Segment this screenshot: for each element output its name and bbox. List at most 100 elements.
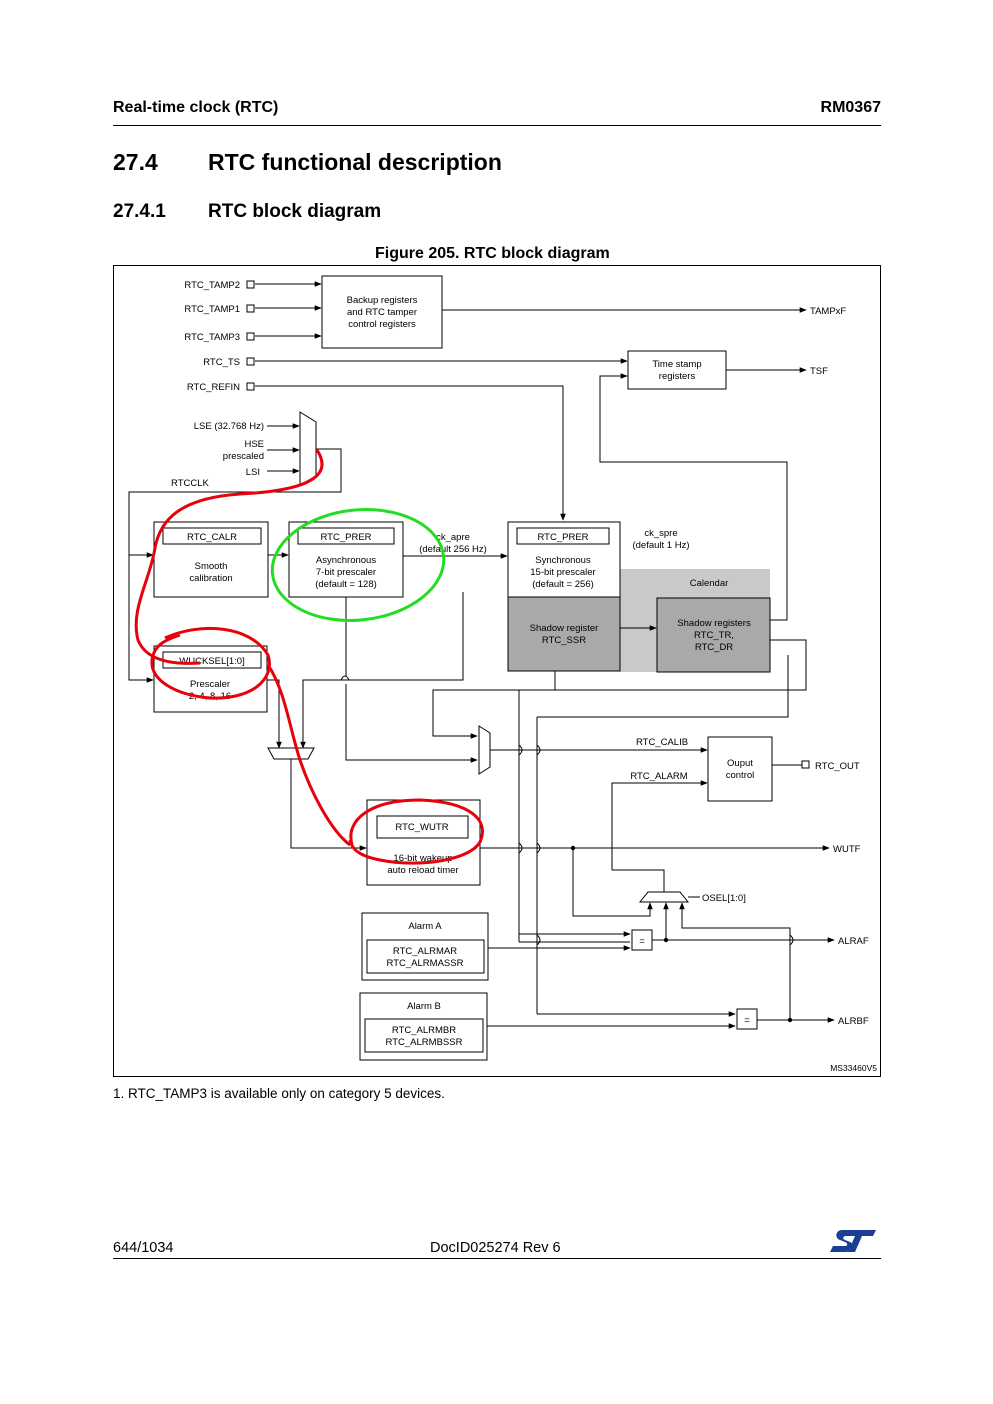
footer-rule [113,1258,881,1259]
shadow-tr-dr-box [656,597,771,673]
calendar-bus [519,639,807,691]
footnote: 1. RTC_TAMP3 is available only on catego… [113,1086,445,1101]
alarm-b-comparator [736,1008,758,1030]
prer-sync-label: RTC_PRER [537,532,588,543]
st-logo-icon [830,1230,876,1252]
rtc-prer-sync-register [516,527,610,545]
backup-line-3: control registers [348,319,416,330]
calib-output-mux [478,725,491,775]
alarm-a-registers [366,939,485,974]
pin-rtc-tamp3 [246,332,255,341]
output-control-box [707,736,773,802]
document-id: DocID025274 Rev 6 [430,1240,561,1256]
red-annotation-stroke-1 [134,449,324,665]
wucksel-label: WUCKSEL[1:0] [179,656,244,667]
calr-desc-2: calibration [189,573,232,584]
wutr-desc-1: 16-bit wakeup [393,853,452,864]
red-annotation-circle-wutr [348,798,484,865]
wutf-label: WUTF [833,844,861,855]
label-rtc-refin: RTC_REFIN [187,382,240,393]
rtc-wutr-register [376,815,469,839]
label-rtc-tamp1: RTC_TAMP1 [184,304,240,315]
label-lsi: LSI [246,467,260,478]
timestamp-line-1: Time stamp [652,359,701,370]
alrbf-label: ALRBF [838,1016,869,1027]
pin-rtc-tamp2 [246,280,255,289]
st-logo [828,1229,878,1255]
prer-async-desc-3: (default = 128) [315,579,377,590]
backup-line-1: Backup registers [347,295,418,306]
calendar-label: Calendar [690,578,729,589]
rtc-alarm-label: RTC_ALARM [630,771,687,782]
shadow-ssr-line-1: Shadow register [530,623,599,634]
red-annotation-stroke-2 [266,664,351,847]
alarm-a-reg-1: RTC_ALRMAR [393,946,457,957]
label-tsf: TSF [810,366,828,377]
rtc-calr-label: RTC_CALR [187,532,237,543]
pin-rtc-ts [246,357,255,366]
alarm-a-reg-2: RTC_ALRMASSR [387,958,464,969]
alraf-label: ALRAF [838,936,869,947]
ck-apre-default: (default 256 Hz) [419,544,487,555]
backup-line-2: and RTC tamper [347,307,417,318]
alarm-b-title: Alarm B [407,1001,441,1012]
subsection-title: RTC block diagram [208,201,382,222]
label-lse: LSE (32.768 Hz) [194,421,264,432]
label-rtcclk: RTCCLK [171,478,209,489]
shadow-ssr-box [507,596,621,672]
rtc-calib-label: RTC_CALIB [636,737,688,748]
wakeup-clock-mux [267,747,315,760]
label-rtc-ts: RTC_TS [203,357,240,368]
alarm-a-title: Alarm A [408,921,442,932]
timestamp-line-2: registers [659,371,696,382]
figure-caption: Figure 205. RTC block diagram [375,245,610,262]
ck-spre-label: ck_spre [644,528,677,539]
alarm-b-reg-1: RTC_ALRMBR [392,1025,456,1036]
rtc-calr-register [162,527,262,545]
shadow-ssr-line-2: RTC_SSR [542,635,586,646]
rtc-wutr-label: RTC_WUTR [395,822,448,833]
header-rule [113,125,881,126]
prer-sync-desc-3: (default = 256) [532,579,594,590]
green-annotation-circle [270,508,446,622]
running-header-title: Real-time clock (RTC) [113,99,279,116]
wucksel-desc-1: Prescaler [190,679,230,690]
pin-rtc-tamp1 [246,304,255,313]
ck-apre-label: ck_apre [436,532,470,543]
pin-rtc-out [801,760,810,769]
output-control-line-1: Ouput [727,758,753,769]
label-tampxf: TAMPxF [810,306,846,317]
ck-spre-default: (default 1 Hz) [632,540,689,551]
wutr-desc-2: auto reload timer [387,865,458,876]
prer-sync-desc-2: 15-bit prescaler [530,567,595,578]
alarm-a-eq: = [639,936,645,947]
alarm-b-eq: = [744,1015,750,1026]
rtc-out-label: RTC_OUT [815,761,860,772]
diagram-canvas: RTC_TAMP2 RTC_TAMP1 RTC_TAMP3 RTC_TS RTC… [128,275,877,1073]
label-rtc-tamp2: RTC_TAMP2 [184,280,240,291]
prer-async-label: RTC_PRER [320,532,371,543]
shadow-trdr-line-3: RTC_DR [695,642,733,653]
shadow-trdr-line-1: Shadow registers [677,618,751,629]
rtc-block-diagram: RTC_TAMP2 RTC_TAMP1 RTC_TAMP3 RTC_TS RTC… [113,265,881,1077]
section-number: 27.4 [113,149,158,175]
label-hse-1: HSE [244,439,264,450]
tamper-inputs [246,280,322,391]
prer-sync-desc-1: Synchronous [535,555,591,566]
pin-rtc-refin [246,382,255,391]
rtc-prer-async-register [297,527,395,545]
shadow-trdr-line-2: RTC_TR, [694,630,734,641]
prer-async-desc-2: 7-bit prescaler [316,567,376,578]
running-header-docref: RM0367 [820,99,881,116]
prer-async-desc-1: Asynchronous [316,555,376,566]
label-rtc-tamp3: RTC_TAMP3 [184,332,240,343]
osel-mux [638,891,690,903]
label-hse-2: prescaled [223,451,264,462]
figure-id: MS33460V5 [830,1063,877,1073]
timestamp-registers-box [627,350,727,390]
section-title: RTC functional description [208,149,502,175]
alarm-b-reg-2: RTC_ALRMBSSR [386,1037,463,1048]
backup-registers-box [321,275,443,349]
subsection-number: 27.4.1 [113,201,166,222]
clock-source-mux [299,411,317,486]
